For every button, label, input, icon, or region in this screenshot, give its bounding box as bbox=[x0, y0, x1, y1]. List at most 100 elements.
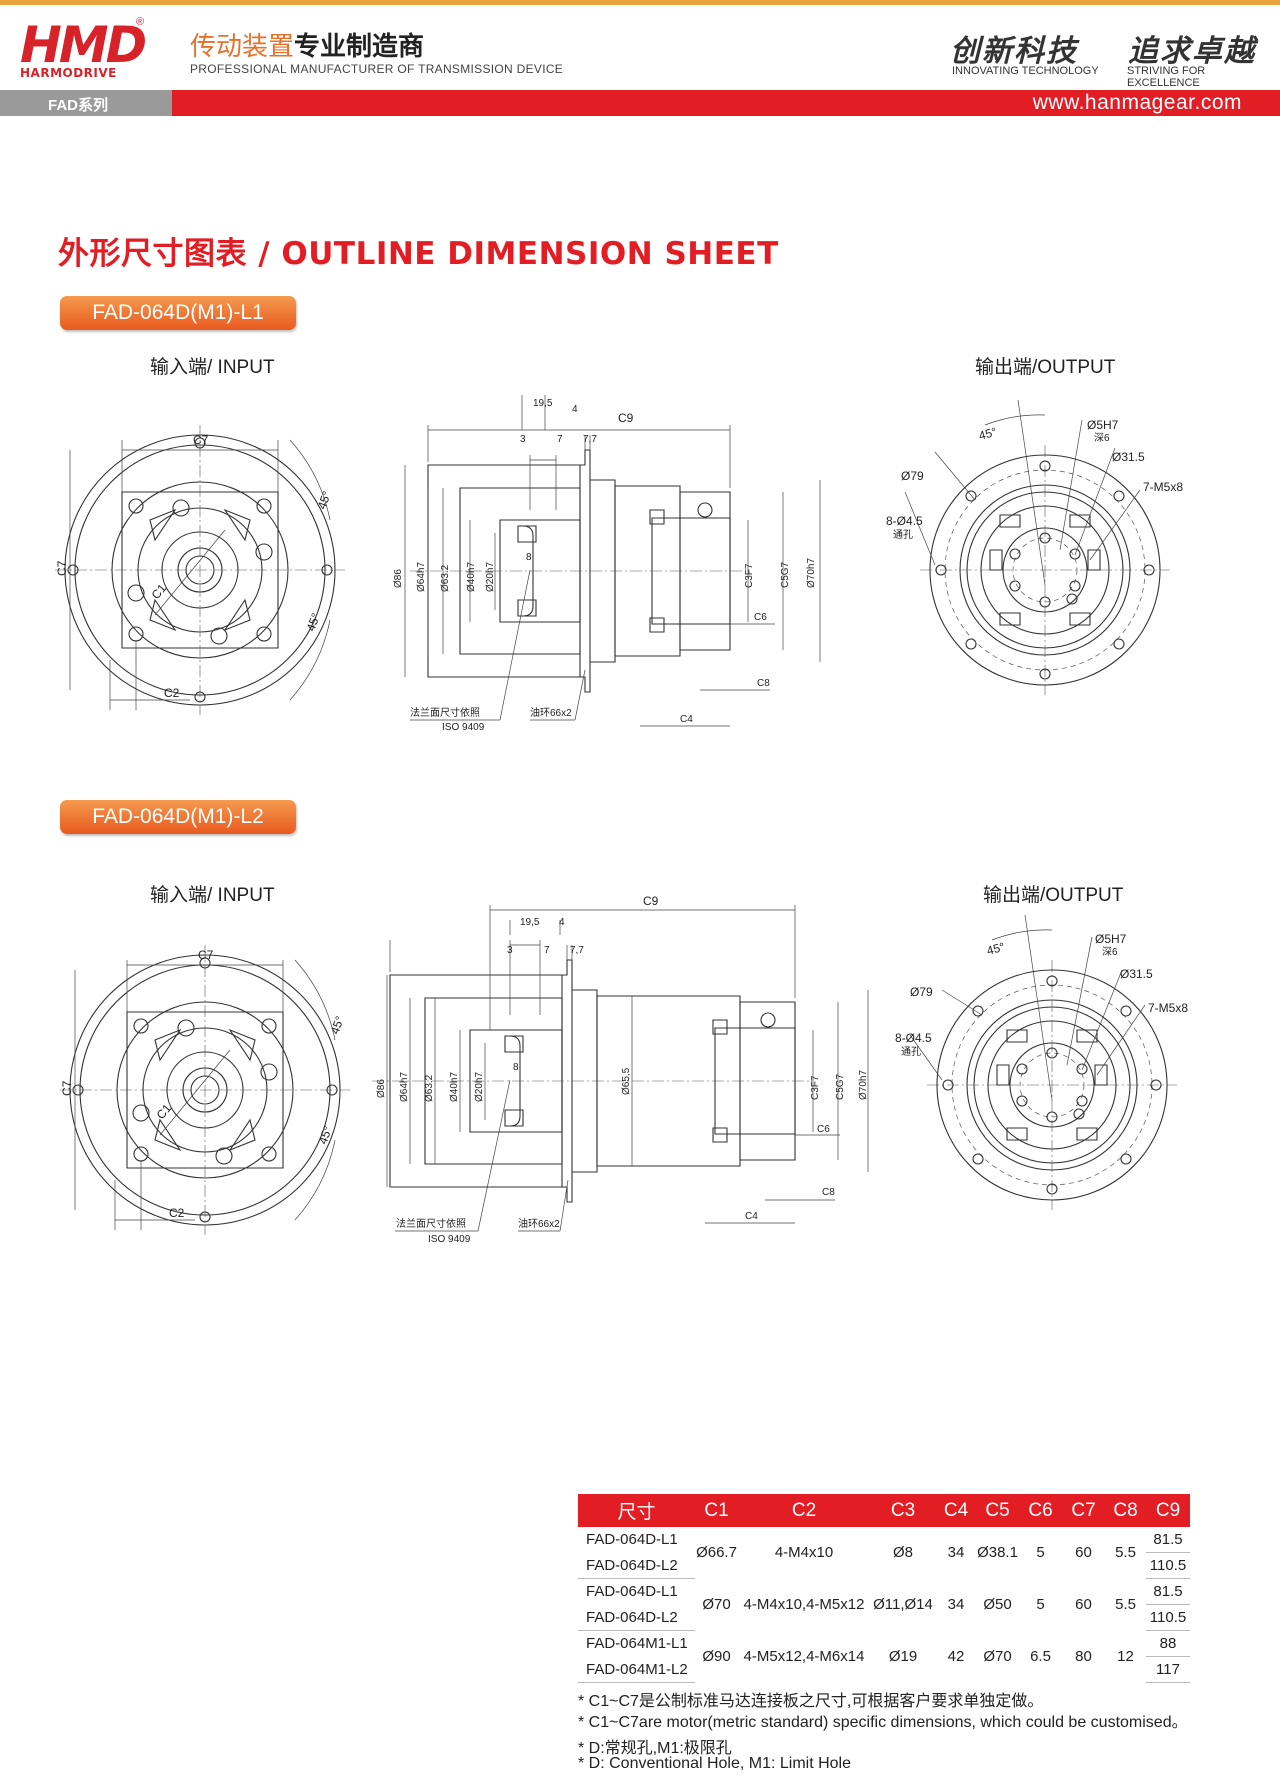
dim-d64-l1: Ø64h7 bbox=[416, 562, 427, 592]
cell-model: FAD-064D-L2 bbox=[578, 1552, 695, 1579]
dim-4-l1: 4 bbox=[572, 404, 578, 415]
cell-c1: Ø90 bbox=[702, 1648, 731, 1665]
dim-d79-l1: Ø79 bbox=[901, 469, 924, 483]
motto-innovation: 创新科技 bbox=[950, 34, 1078, 69]
dim-4-l2: 4 bbox=[559, 917, 565, 928]
dim-8-l1: 8 bbox=[526, 552, 532, 563]
cell-c5: Ø50 bbox=[983, 1596, 1012, 1613]
dim-c1-l1: C1 bbox=[149, 581, 170, 602]
output-view-l1: 45° Ø5H7 深6 Ø31.5 7-M5x8 Ø79 8-Ø4.5 通孔 bbox=[886, 400, 1183, 695]
dim-19-5-l2: 19,5 bbox=[520, 917, 540, 928]
cell-c7: 60 bbox=[1075, 1596, 1092, 1613]
logo-mark: HMD bbox=[20, 16, 147, 74]
dim-7-l1: 7 bbox=[557, 434, 563, 445]
dim-d5h7-l1: Ø5H7 bbox=[1087, 418, 1119, 432]
input-view-l2: C7 C7 C2 C1 45° 45° bbox=[60, 945, 350, 1235]
dim-angle-top-l2: 45° bbox=[328, 1014, 347, 1036]
input-label-l2: 输入端/ INPUT bbox=[150, 885, 275, 906]
dim-c2-l1: C2 bbox=[164, 686, 180, 700]
dim-8-d4-5-l2: 8-Ø4.5 bbox=[895, 1031, 932, 1045]
cell-c1: Ø70 bbox=[702, 1596, 731, 1613]
dim-d64-l2: Ø64h7 bbox=[399, 1072, 410, 1102]
note-line-2: * C1~C7are motor(metric standard) specif… bbox=[578, 1714, 1188, 1731]
output-label-l2: 输出端/OUTPUT bbox=[983, 885, 1124, 906]
dim-c9-l2: C9 bbox=[643, 895, 659, 908]
col-header-c8: C8 bbox=[1105, 1494, 1146, 1527]
dim-d70-l2: Ø70h7 bbox=[858, 1070, 869, 1100]
cell-c6: 5 bbox=[1036, 1544, 1045, 1562]
table-row: FAD-064D-L2 110.5 bbox=[578, 1604, 1190, 1631]
model-badge-l1: FAD-064D(M1)-L1 bbox=[60, 296, 296, 330]
cell-c6: 5 bbox=[1036, 1596, 1045, 1613]
tagline-part2: 专业制造商 bbox=[294, 32, 425, 62]
dim-c8-l2: C8 bbox=[822, 1187, 835, 1198]
dim-c6-l1: C6 bbox=[754, 612, 767, 623]
dim-through-l1: 通孔 bbox=[893, 529, 913, 541]
dim-3-l2: 3 bbox=[507, 945, 513, 956]
cell-c9: 110.5 bbox=[1146, 1552, 1190, 1579]
tagline-part1: 传动装置 bbox=[190, 32, 295, 62]
motto-innovation-en: INNOVATING TECHNOLOGY bbox=[952, 65, 1099, 77]
dim-c4-l2: C4 bbox=[745, 1211, 758, 1222]
dim-d63-2-l2: Ø63.2 bbox=[424, 1074, 435, 1102]
dim-7-7-l2: 7,7 bbox=[570, 945, 584, 956]
dim-8-l2: 8 bbox=[513, 1062, 519, 1073]
dim-d79-l2: Ø79 bbox=[910, 985, 933, 999]
table-header-row: 尺寸 C1 C2 C3 C4 C5 C6 C7 C8 C9 bbox=[578, 1494, 1190, 1527]
cell-c3: Ø11,Ø14 bbox=[873, 1596, 933, 1613]
motto-excellence-en: STRIVING FOR EXCELLENCE bbox=[1127, 65, 1206, 89]
side-view-l1: C9 19,5 4 3 7 7,7 Ø86 Ø64h7 Ø63.2 Ø40h7 … bbox=[393, 395, 820, 733]
cell-model: FAD-064D-L1 bbox=[586, 1531, 678, 1549]
side-view-l2: C9 19,5 4 3 7 7,7 Ø86 Ø64h7 Ø63.2 Ø40h7 … bbox=[372, 895, 869, 1245]
dim-d5h7-l2: Ø5H7 bbox=[1095, 932, 1127, 946]
dim-c4-l1: C4 bbox=[680, 714, 693, 725]
dim-angle-bottom-l1: 45° bbox=[304, 611, 323, 633]
cell-c7: 80 bbox=[1075, 1648, 1092, 1665]
header-red-bar bbox=[0, 90, 1280, 116]
dim-d63-2-l1: Ø63.2 bbox=[440, 564, 451, 592]
cell-c9: 110.5 bbox=[1146, 1604, 1190, 1631]
website-url[interactable]: www.hanmagear.com bbox=[1032, 91, 1242, 114]
dim-7-l2: 7 bbox=[544, 945, 550, 956]
logo-wordmark: HARMODRIVE bbox=[20, 66, 117, 80]
col-header-c7: C7 bbox=[1062, 1494, 1105, 1527]
cell-c9: 88 bbox=[1146, 1630, 1190, 1657]
dim-8-d4-5-l1: 8-Ø4.5 bbox=[886, 514, 923, 528]
series-label: FAD系列 bbox=[48, 97, 109, 114]
table-row: FAD-064D-L1 Ø70 4-M4x10,4-M5x12 Ø11,Ø14 … bbox=[578, 1578, 1190, 1613]
dimension-table: 尺寸 C1 C2 C3 C4 C5 C6 C7 C8 C9 FAD-064D-L… bbox=[578, 1494, 1190, 1683]
dim-19-5-l1: 19,5 bbox=[533, 398, 553, 409]
note-flange-l2: 法兰面尺寸依照 bbox=[396, 1217, 466, 1230]
dim-through-l2: 通孔 bbox=[901, 1046, 921, 1058]
dim-depth-l1: 深6 bbox=[1094, 432, 1110, 444]
cell-c8: 5.5 bbox=[1115, 1596, 1136, 1613]
cell-c5: Ø38.1 bbox=[977, 1544, 1018, 1562]
note-line-4: * D: Conventional Hole, M1: Limit Hole bbox=[578, 1755, 852, 1772]
input-label-l1: 输入端/ INPUT bbox=[150, 357, 275, 378]
col-header-c2: C2 bbox=[738, 1494, 870, 1527]
dim-d65-5-l2: Ø65,5 bbox=[621, 1067, 632, 1095]
cell-c4: 42 bbox=[947, 1648, 965, 1665]
note-oilring-l2: 油环66x2 bbox=[518, 1217, 560, 1230]
cell-c2: 4-M4x10 bbox=[774, 1544, 834, 1562]
dim-c3-l2: C3F7 bbox=[810, 1075, 821, 1100]
note-flange-l1: 法兰面尺寸依照 bbox=[410, 706, 480, 719]
series-tab bbox=[0, 90, 172, 116]
cell-c4: 34 bbox=[947, 1596, 965, 1613]
cell-c3: Ø8 bbox=[892, 1544, 913, 1562]
table-row: FAD-064D-L1 Ø66.7 4-M4x10 Ø8 34 Ø38.1 5 … bbox=[578, 1527, 1190, 1561]
cell-c9: 117 bbox=[1146, 1656, 1190, 1683]
cell-c3: Ø19 bbox=[888, 1648, 918, 1665]
cell-c5: Ø70 bbox=[983, 1648, 1012, 1665]
cell-c2: 4-M5x12,4-M6x14 bbox=[743, 1648, 865, 1665]
table-row: FAD-064M1-L1 Ø90 4-M5x12,4-M6x14 Ø19 42 … bbox=[578, 1630, 1190, 1665]
cell-c9: 81.5 bbox=[1146, 1527, 1190, 1553]
col-header-c4: C4 bbox=[936, 1494, 976, 1527]
dim-c2-l2: C2 bbox=[169, 1206, 185, 1220]
note-iso-l1: ISO 9409 bbox=[442, 722, 485, 733]
dim-c5-l1: C5G7 bbox=[780, 561, 791, 588]
dim-d31-5-l2: Ø31.5 bbox=[1120, 967, 1153, 981]
dim-7-m5-l2: 7-M5x8 bbox=[1148, 1001, 1188, 1015]
cell-model: FAD-064D-L2 bbox=[578, 1604, 695, 1631]
top-accent-rule bbox=[0, 0, 1280, 5]
